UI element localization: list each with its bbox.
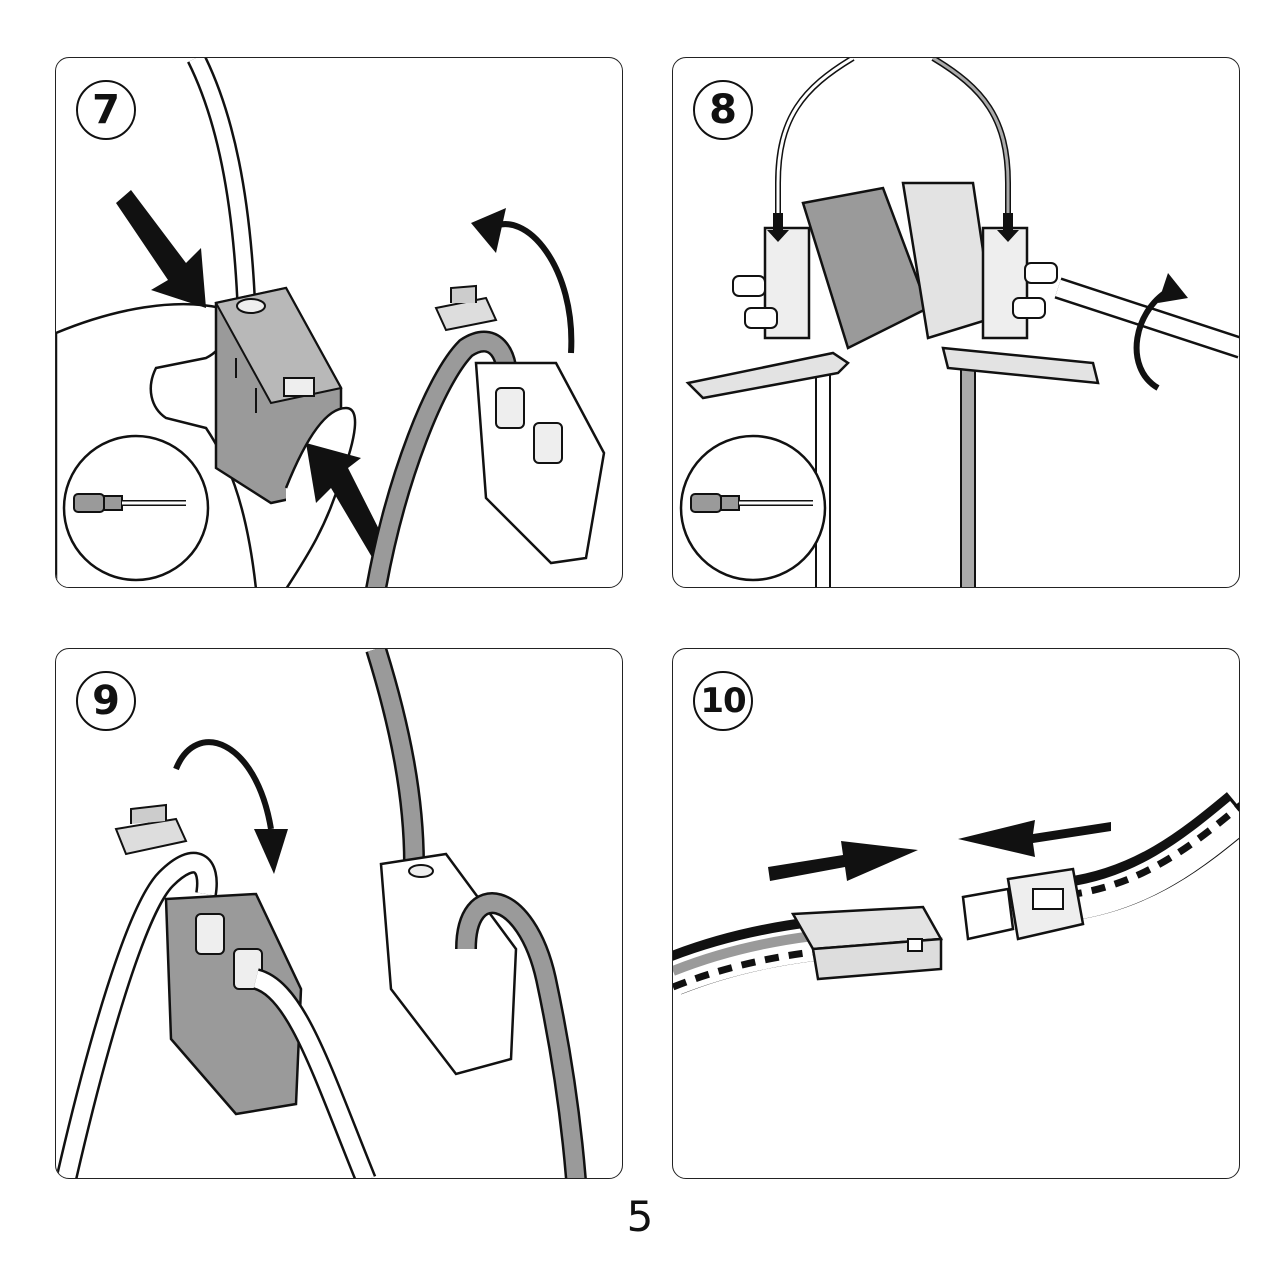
screwdriver-icon [62, 434, 210, 582]
step-number-badge: 7 [76, 80, 136, 140]
rotate-arrow-icon [471, 208, 575, 354]
step-8-panel: 8 [672, 57, 1240, 588]
step-9-illustration [56, 649, 587, 1178]
connector-housing [114, 803, 303, 1116]
open-connector [434, 284, 606, 565]
left-terminal-block [685, 213, 850, 400]
step-7-panel: 7 [55, 57, 623, 588]
push-arrow-icon [768, 820, 1111, 881]
step-number-badge: 9 [76, 671, 136, 731]
step-9-panel: 9 [55, 648, 623, 1179]
press-arrow-icon [116, 190, 391, 564]
page-number: 5 [626, 1192, 654, 1241]
right-terminal-block [941, 213, 1100, 385]
rotate-arrow-icon [1133, 273, 1188, 391]
step-10-panel: 10 [672, 648, 1240, 1179]
step-8-illustration [679, 58, 1239, 587]
white-connector [379, 852, 518, 1076]
connector-male [961, 867, 1085, 941]
connector-housing [801, 181, 995, 350]
screwdriver-icon [679, 434, 827, 582]
step-7-illustration [56, 58, 606, 587]
step-10-illustration [673, 792, 1239, 995]
step-number-badge: 10 [693, 671, 753, 731]
led-strip-left [673, 917, 816, 995]
rotate-arrow-icon [173, 739, 288, 874]
led-strip-right [1064, 792, 1239, 921]
connector-female [790, 905, 944, 981]
step-number-badge: 8 [693, 80, 753, 140]
